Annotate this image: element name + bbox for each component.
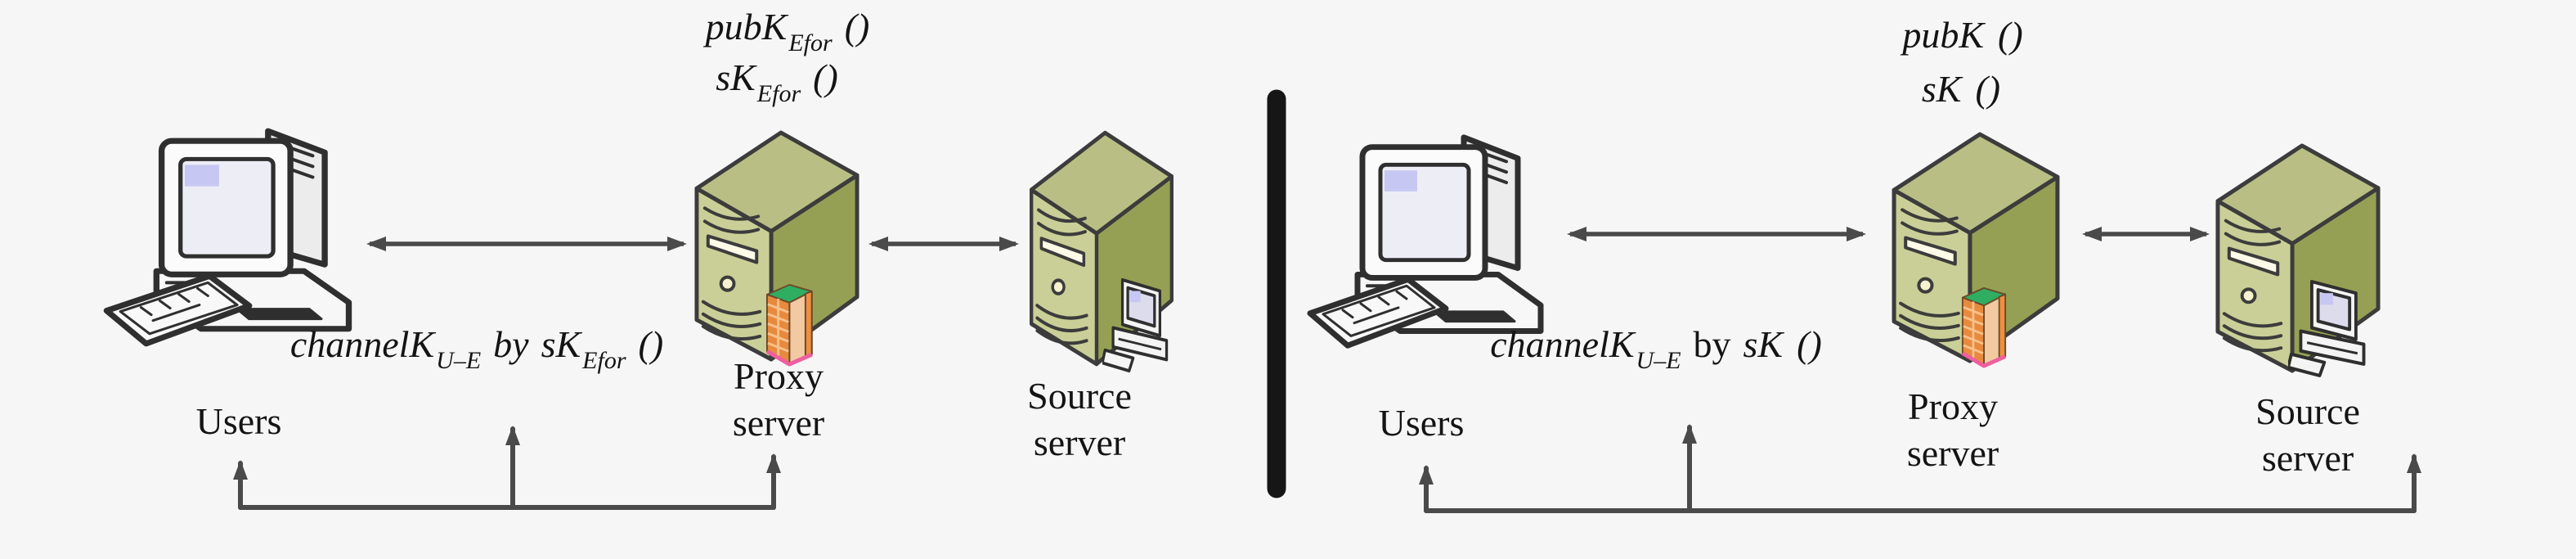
panel-left — [106, 131, 1171, 510]
proxy-pubkey-label-left: pubKEfor() — [705, 6, 870, 56]
users-computer-icon-left — [106, 131, 348, 344]
broadcast-bracket-right — [1419, 424, 2421, 513]
proxy-secretkey-label-right: sK() — [1921, 68, 2001, 110]
users-label-right: Users — [1378, 402, 1465, 444]
proxy-server-label-left: Proxy server — [732, 355, 825, 444]
proxy-secretkey-label-left: sKEfor() — [716, 56, 838, 107]
source-server-label-left: Source server — [1027, 375, 1132, 463]
users-label-left: Users — [195, 400, 282, 442]
firewall-icon-right — [1963, 288, 2005, 366]
proxy-pubkey-label-right: pubK() — [1902, 14, 2023, 56]
source-server-label-right: Source server — [2255, 390, 2360, 479]
broadcast-bracket-left — [233, 426, 781, 510]
users-computer-icon-right — [1310, 137, 1541, 345]
panel-right — [1310, 134, 2421, 513]
proxy-server-label-right: Proxy server — [1906, 385, 1999, 474]
